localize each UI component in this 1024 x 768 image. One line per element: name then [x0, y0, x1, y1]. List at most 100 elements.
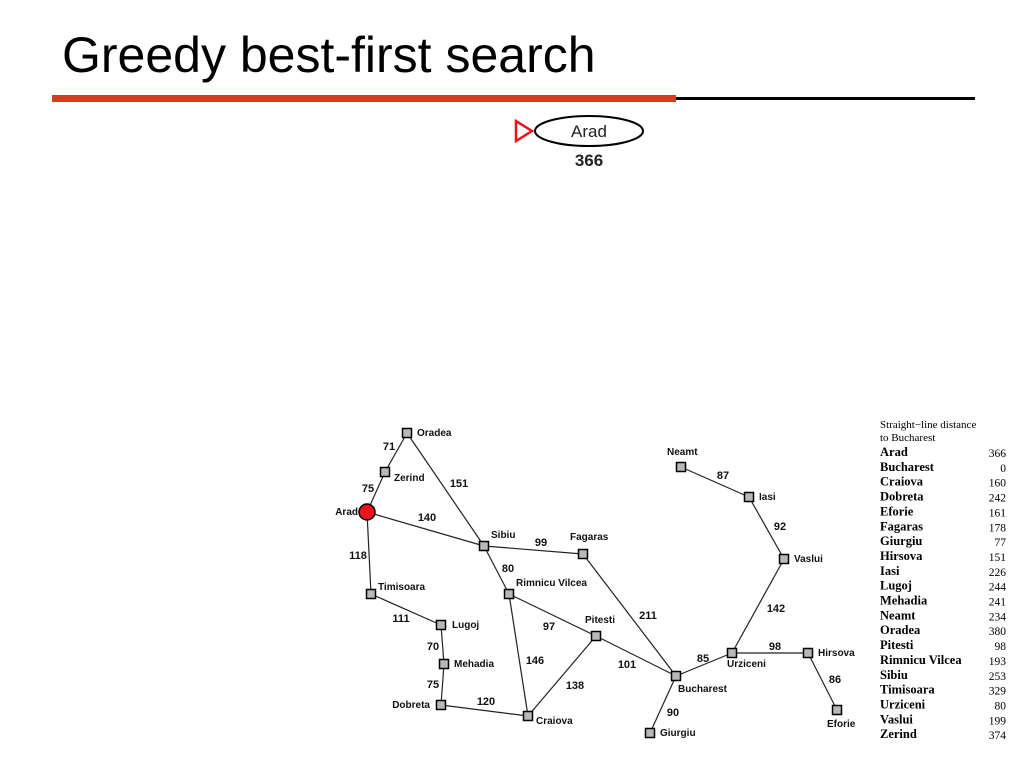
table-distance-value: 366 [989, 448, 1007, 460]
road-distance-label: 142 [767, 603, 785, 615]
city-marker [644, 727, 656, 739]
road-arad-sibiu [366, 511, 485, 547]
table-city-name: Craiova [880, 475, 924, 489]
table-city-name: Vaslui [880, 712, 913, 726]
table-city-name: Lugoj [880, 579, 912, 593]
city-node-zerind: Zerind [379, 466, 425, 484]
table-distance-value: 242 [989, 493, 1007, 505]
road-dobreta-craiova [440, 704, 529, 717]
city-label: Hirsova [818, 648, 855, 659]
city-label: Dobreta [392, 700, 430, 711]
table-distance-value: 380 [989, 626, 1007, 638]
table-distance-value: 77 [995, 537, 1007, 549]
road-distance-label: 111 [392, 613, 409, 625]
road-distance-label: 87 [717, 470, 729, 482]
city-label: Urziceni [727, 659, 766, 670]
table-city-name: Oradea [880, 623, 921, 637]
city-label: Neamt [667, 447, 698, 458]
table-distance-value: 178 [989, 522, 1007, 534]
table-distance-value: 234 [989, 611, 1007, 623]
road-bucharest-urziceni [675, 652, 733, 677]
city-node-eforie: Eforie [827, 704, 856, 730]
road-craiova-pitesti [527, 635, 597, 717]
road-distance-label: 86 [829, 674, 841, 686]
city-node-oradea: Oradea [401, 427, 452, 439]
city-label: Craiova [536, 716, 573, 727]
city-node-giurgiu: Giurgiu [644, 727, 696, 739]
road-hirsova-eforie [807, 652, 838, 711]
road-distance-label: 101 [618, 659, 636, 671]
road-distance-label: 71 [383, 441, 395, 453]
city-marker [379, 466, 391, 478]
city-marker [670, 670, 682, 682]
cities-layer: OradeaZerindAradTimisoaraLugojMehadiaDob… [335, 427, 856, 739]
road-arad-timisoara [366, 511, 372, 595]
city-label: Pitesti [585, 615, 615, 626]
city-label: Timisoara [378, 582, 425, 593]
road-mehadia-dobreta [440, 663, 445, 706]
table-distance-value: 374 [989, 730, 1007, 742]
road-timisoara-lugoj [370, 593, 442, 626]
city-label: Vaslui [794, 554, 823, 565]
table-distance-value: 98 [995, 641, 1007, 653]
road-distance-label: 211 [639, 610, 657, 622]
road-rimnicu-vilcea-craiova [508, 593, 529, 717]
table-city-name: Urziceni [880, 697, 926, 711]
city-marker [675, 461, 687, 473]
roads-layer [366, 432, 838, 734]
city-node-urziceni: Urziceni [726, 647, 766, 670]
table-distance-value: 0 [1000, 463, 1006, 475]
road-distance-label: 80 [502, 563, 514, 575]
table-city-name: Dobreta [880, 490, 924, 504]
road-distance-label: 140 [418, 512, 436, 524]
city-marker [743, 491, 755, 503]
road-distance-label: 151 [450, 478, 468, 490]
city-node-pitesti: Pitesti [585, 615, 615, 642]
table-distance-value: 244 [989, 582, 1007, 594]
city-node-sibiu: Sibiu [478, 530, 515, 552]
table-city-name: Neamt [880, 608, 916, 622]
table-city-name: Mehadia [880, 594, 928, 608]
city-node-bucharest: Bucharest [670, 670, 728, 695]
city-node-craiova: Craiova [522, 710, 573, 727]
city-marker [778, 553, 790, 565]
table-city-name: Giurgiu [880, 534, 922, 548]
city-label: Giurgiu [660, 728, 696, 739]
table-distance-value: 199 [989, 715, 1007, 727]
city-label: Zerind [394, 473, 425, 484]
city-marker [365, 588, 377, 600]
table-city-name: Timisoara [880, 683, 935, 697]
title-rule-accent [52, 95, 676, 102]
table-distance-value: 193 [989, 656, 1007, 668]
road-distance-label: 70 [427, 641, 439, 653]
city-node-mehadia: Mehadia [438, 658, 494, 670]
table-distance-value: 241 [989, 597, 1007, 609]
city-label: Oradea [417, 428, 452, 439]
road-distance-label: 92 [774, 521, 786, 533]
road-oradea-zerind [384, 432, 408, 473]
city-marker [726, 647, 738, 659]
city-label: Arad [335, 507, 358, 518]
road-bucharest-giurgiu [649, 675, 677, 734]
table-city-name: Fagaras [880, 519, 923, 533]
table-distance-value: 226 [989, 567, 1007, 579]
table-distance-value: 253 [989, 671, 1007, 683]
city-marker [503, 588, 515, 600]
road-distance-label: 138 [566, 680, 584, 692]
title-rule [676, 97, 975, 100]
city-node-vaslui: Vaslui [778, 553, 823, 565]
road-distance-label: 97 [543, 621, 555, 633]
road-vaslui-iasi [748, 496, 785, 560]
road-urziceni-vaslui [731, 558, 785, 654]
table-distance-value: 80 [995, 700, 1007, 712]
current-city-marker [358, 503, 376, 521]
table-city-name: Eforie [880, 504, 914, 518]
city-label: Rimnicu Vilcea [516, 578, 587, 589]
table-city-name: Zerind [880, 727, 917, 741]
city-label: Lugoj [452, 620, 479, 631]
city-marker [401, 427, 413, 439]
city-node-iasi: Iasi [743, 491, 776, 503]
table-heading: to Bucharest [880, 432, 935, 444]
